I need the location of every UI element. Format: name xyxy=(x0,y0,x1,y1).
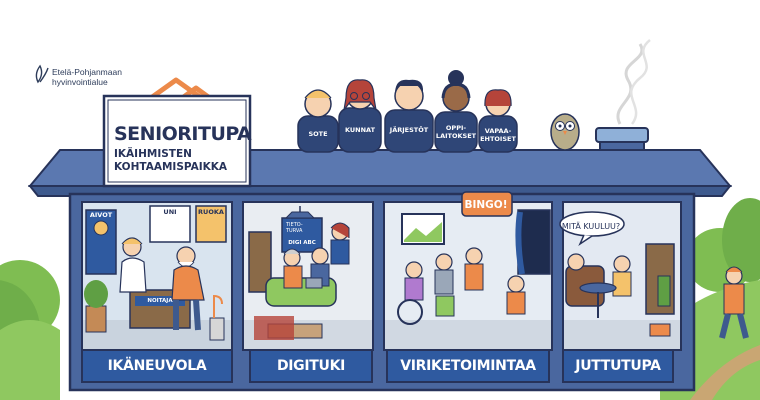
room-label-ikaneuvola: IKÄNEUVOLA xyxy=(107,358,207,374)
room-label-plaques xyxy=(81,349,674,383)
sign-ruoka: RUOKA xyxy=(198,208,224,216)
laptop-icon xyxy=(305,277,323,289)
dancer1-head xyxy=(435,253,453,271)
shirt-label-vapaaehtoiset: VAPAA- EHTOISET xyxy=(480,127,516,143)
shirt-label-jarjestot: JÄRJESTÖT xyxy=(389,126,429,134)
chat-senior2-head xyxy=(613,255,631,273)
plant-leaves xyxy=(84,280,108,308)
plaque-digituki xyxy=(249,349,373,383)
senior-man2-head xyxy=(311,247,329,265)
open-door xyxy=(248,231,272,293)
shirt-label-vapaaehtoiset-line2: EHTOISET xyxy=(480,135,516,143)
shirt-label-oppilaitokset-line1: OPPI- xyxy=(445,124,467,132)
rooftop-person-5 xyxy=(478,89,518,153)
rooftop-person-3 xyxy=(384,79,434,153)
coffee-table xyxy=(579,282,617,294)
sign-title: SENIORITUPA xyxy=(114,123,252,145)
room-label-digituki: DIGITUKI xyxy=(276,358,346,374)
coat-hanger xyxy=(657,275,671,307)
rug xyxy=(254,316,294,340)
lightbulb-icon xyxy=(93,220,109,236)
footpath xyxy=(690,345,760,400)
shirt-label-oppilaitokset: OPPI- LAITOKSET xyxy=(436,124,476,140)
plaque-ikaneuvola xyxy=(81,349,233,383)
walking-man xyxy=(719,266,749,339)
bingo-sign xyxy=(461,191,513,217)
boots xyxy=(649,323,671,337)
room-label-viriketoiminta: VIRIKETOIMINTAA xyxy=(400,358,536,374)
viriketoiminta-scene xyxy=(397,191,551,325)
shirt-label-oppilaitokset-line2: LAITOKSET xyxy=(435,132,477,140)
digi-abc-sign: DIGI ABC xyxy=(288,240,316,246)
sign-subtitle-line2: KOHTAAMISPAIKKA xyxy=(114,161,228,173)
info-board-line1: TIETO- xyxy=(286,222,303,228)
right-tree-2 xyxy=(722,198,760,282)
sleep-poster xyxy=(149,205,191,243)
info-board-line2: TURVA xyxy=(286,228,303,234)
senior-man-sweater xyxy=(171,265,205,301)
desk-nameplate-text: NOITAJA xyxy=(147,298,173,304)
owl-icon xyxy=(550,113,580,151)
plaque-viriketoiminta xyxy=(386,349,550,383)
shirt-label-kunnat: KUNNAT xyxy=(344,126,376,134)
left-grass-hill xyxy=(0,320,60,400)
chair xyxy=(435,295,455,317)
nurse-coat xyxy=(119,257,147,293)
umbrella xyxy=(213,294,223,318)
plant-pot xyxy=(85,305,107,333)
dancer2-head xyxy=(465,247,483,265)
ceiling-lamp xyxy=(284,211,316,219)
org-name-line2: hyvinvointialue xyxy=(52,77,108,87)
speech-bubble-text: MITÄ KUULUU? xyxy=(561,222,621,231)
bingo-sign-text: BINGO! xyxy=(464,199,508,211)
juttutupa-scene xyxy=(559,211,675,337)
plaque-juttutupa xyxy=(562,349,674,383)
rooftop-person-4 xyxy=(434,70,478,153)
shirt-label-vapaaehtoiset-line1: VAPAA- xyxy=(484,127,512,135)
shirt-label-sote: SOTE xyxy=(308,130,328,138)
food-poster xyxy=(195,205,227,243)
desk-nameplate xyxy=(135,296,185,306)
dancer3-head xyxy=(507,275,525,293)
brain-poster xyxy=(85,209,117,275)
digituki-scene xyxy=(248,206,350,340)
ikaneuvola-scene xyxy=(84,205,227,341)
senioritupa-sign xyxy=(102,77,252,188)
sign-aivot: AIVOT xyxy=(89,211,113,219)
sign-uni: UNI xyxy=(163,208,177,216)
rooftop-person-1 xyxy=(297,89,339,153)
sign-subtitle: IKÄIHMISTEN KOHTAAMISPAIKKA xyxy=(114,148,227,174)
umbrella-stand xyxy=(209,317,225,341)
rooftop-person-2 xyxy=(338,79,382,153)
info-board xyxy=(281,217,323,253)
chimney-smoke xyxy=(616,43,644,125)
wheelchair-icon xyxy=(397,299,423,325)
chat-senior1-head xyxy=(567,253,585,271)
wheelchair-senior-head xyxy=(405,261,423,279)
org-name-line1: Etelä-Pohjanmaan xyxy=(52,67,122,77)
room-label-juttutupa: JUTTUTUPA xyxy=(575,358,661,374)
org-name: Etelä-Pohjanmaan hyvinvointialue xyxy=(52,67,122,87)
sign-subtitle-line1: IKÄIHMISTEN xyxy=(114,148,192,160)
rooftop-people xyxy=(297,70,580,153)
info-board-text: TIETO- TURVA xyxy=(286,222,303,234)
org-logo-icon xyxy=(35,64,49,84)
